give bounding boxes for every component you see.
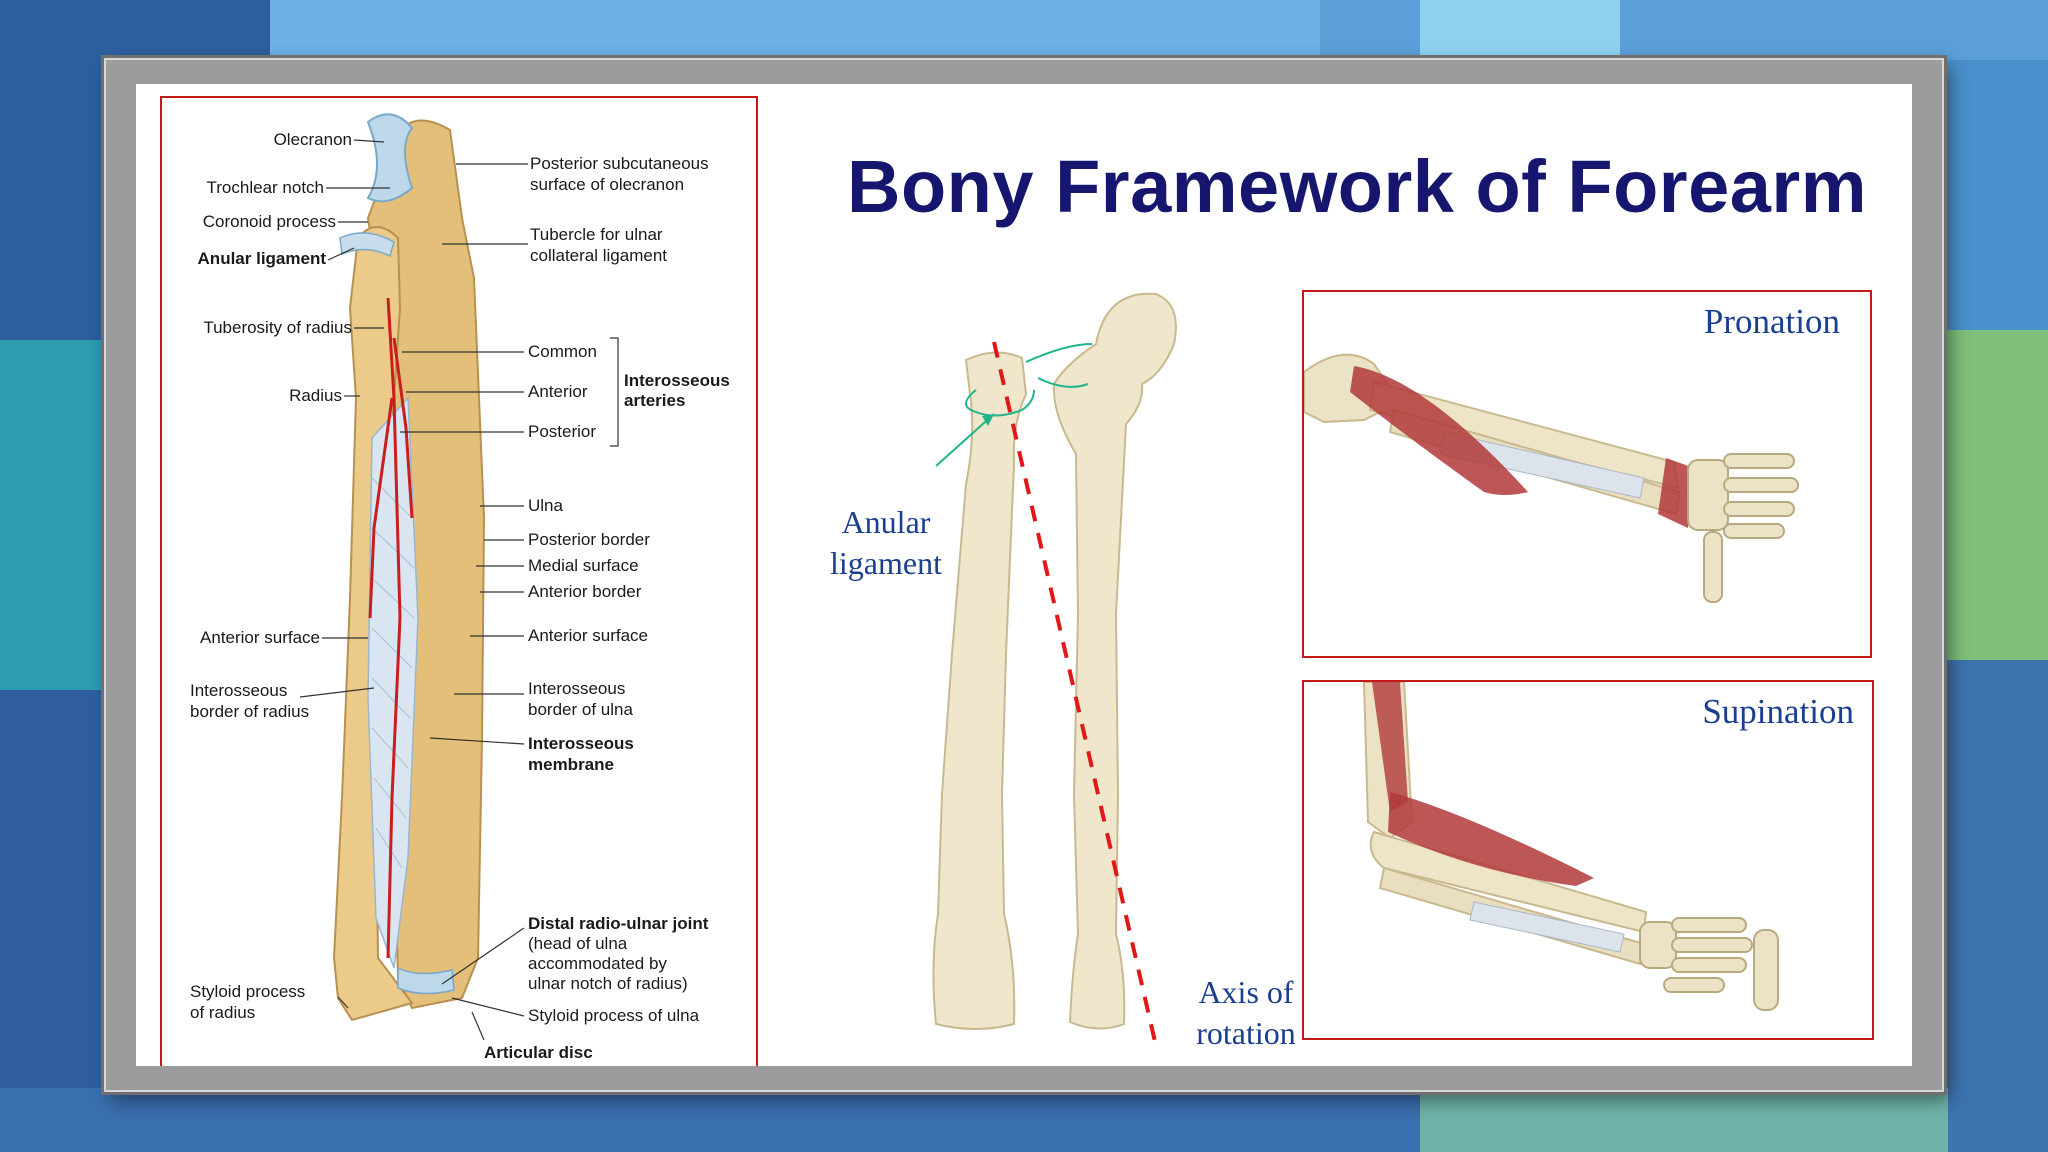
membrane [1469, 901, 1625, 953]
bg-tile [0, 1088, 1420, 1152]
hand-bones [1639, 917, 1779, 1011]
bg-tile [1420, 1088, 1948, 1152]
label-posterior-subcutaneous-1: Posterior subcutaneous [530, 154, 709, 173]
supination-illustration [1362, 682, 1779, 1011]
arrow-head-icon [982, 414, 994, 426]
label-posterior-border: Posterior border [528, 530, 650, 549]
articular-disc-shape [397, 966, 455, 995]
pronator-quadratus-muscle [1658, 458, 1694, 528]
brachioradialis-muscle [1388, 792, 1594, 886]
hand-bones [1687, 453, 1799, 603]
anular-ligament-arrow [935, 413, 995, 467]
label-coronoid-process: Coronoid process [203, 212, 336, 231]
radius-bone [932, 351, 1028, 1030]
bg-tile [1940, 60, 2048, 330]
label-radius: Radius [289, 386, 342, 405]
label-interosseous-border-radius-1: Interosseous [190, 681, 287, 700]
label-anular-ligament: Anular ligament [198, 249, 327, 268]
anular-ligament-sketch [965, 343, 1093, 417]
label-interosseous-border-ulna-1: Interosseous [528, 679, 625, 698]
pronator-teres-muscle [1350, 366, 1528, 495]
label-anterior-surface-left: Anterior surface [200, 628, 320, 647]
slide-frame: Bony Framework of Forearm [104, 58, 1944, 1092]
bg-tile [270, 0, 1320, 60]
label-trochlear-notch: Trochlear notch [207, 178, 324, 197]
label-articular-disc: Articular disc [484, 1043, 593, 1062]
slide-title: Bony Framework of Forearm [847, 145, 1867, 228]
pronation-illustration [1304, 353, 1799, 603]
ulna-bone [1052, 292, 1177, 1030]
anular-ligament-label-line2: ligament [830, 545, 942, 581]
axis-label-line1: Axis of [1198, 974, 1294, 1010]
bg-tile [0, 340, 110, 690]
interosseous-arteries [368, 297, 414, 959]
biceps-muscle [1372, 682, 1408, 812]
label-interosseous-border-ulna-2: border of ulna [528, 700, 633, 719]
axis-of-rotation-label: Axis of rotation [1176, 972, 1316, 1054]
pronation-panel: Pronation [1302, 290, 1872, 658]
axis-of-rotation-line [992, 341, 1158, 1047]
label-distal-joint-3: accommodated by [528, 954, 667, 973]
bg-tile [1940, 660, 2048, 1152]
radius-ulna-illustration [932, 292, 1177, 1047]
label-interosseous-membrane-2: membrane [528, 755, 614, 774]
label-medial-surface: Medial surface [528, 556, 639, 575]
label-anterior-surface-right: Anterior surface [528, 626, 648, 645]
bg-tile [1940, 330, 2048, 660]
label-distal-joint-4: ulnar notch of radius) [528, 974, 688, 993]
slide-content: Bony Framework of Forearm [136, 84, 1912, 1066]
label-distal-joint-2: (head of ulna [528, 934, 628, 953]
label-tubercle-1: Tubercle for ulnar [530, 225, 663, 244]
label-styloid-ulna: Styloid process of ulna [528, 1006, 700, 1025]
label-anterior: Anterior [528, 382, 588, 401]
label-interosseous-membrane-1: Interosseous [528, 734, 634, 753]
bracket [610, 337, 619, 447]
label-styloid-radius-2: of radius [190, 1003, 255, 1022]
anular-ligament-shape [339, 232, 395, 258]
label-common: Common [528, 342, 597, 361]
forearm-bone-upper [1369, 830, 1648, 934]
label-posterior: Posterior [528, 422, 596, 441]
bones-figure: Anular ligament Axis of rotation [826, 234, 1446, 1066]
label-tuberosity-of-radius: Tuberosity of radius [203, 318, 352, 337]
label-anterior-border: Anterior border [528, 582, 642, 601]
anular-ligament-label: Anular ligament [816, 502, 956, 584]
anular-ligament-label-line1: Anular [841, 504, 931, 540]
interosseous-membrane-shape [367, 396, 419, 969]
label-styloid-radius-1: Styloid process [190, 982, 305, 1001]
bg-tile [0, 690, 110, 1152]
forearm-anatomy-illustration: Olecranon Trochlear notch Coronoid proce… [190, 113, 730, 1062]
axis-label-line2: rotation [1196, 1015, 1296, 1051]
label-olecranon: Olecranon [274, 130, 352, 149]
label-interosseous-arteries-2: arteries [624, 391, 685, 410]
leader-lines [299, 139, 528, 1041]
label-tubercle-2: collateral ligament [530, 246, 667, 265]
label-posterior-subcutaneous-2: surface of olecranon [530, 175, 684, 194]
label-distal-joint-1: Distal radio-ulnar joint [528, 914, 709, 933]
pronation-title: Pronation [1703, 302, 1840, 341]
supination-title: Supination [1702, 692, 1854, 731]
label-interosseous-border-radius-2: border of radius [190, 702, 309, 721]
bg-tile [1420, 0, 1620, 60]
anatomy-panel: Olecranon Trochlear notch Coronoid proce… [160, 96, 758, 1066]
olecranon-cartilage [366, 113, 414, 203]
label-ulna: Ulna [528, 496, 564, 515]
supination-panel: Supination [1302, 680, 1874, 1040]
label-interosseous-arteries-1: Interosseous [624, 371, 730, 390]
